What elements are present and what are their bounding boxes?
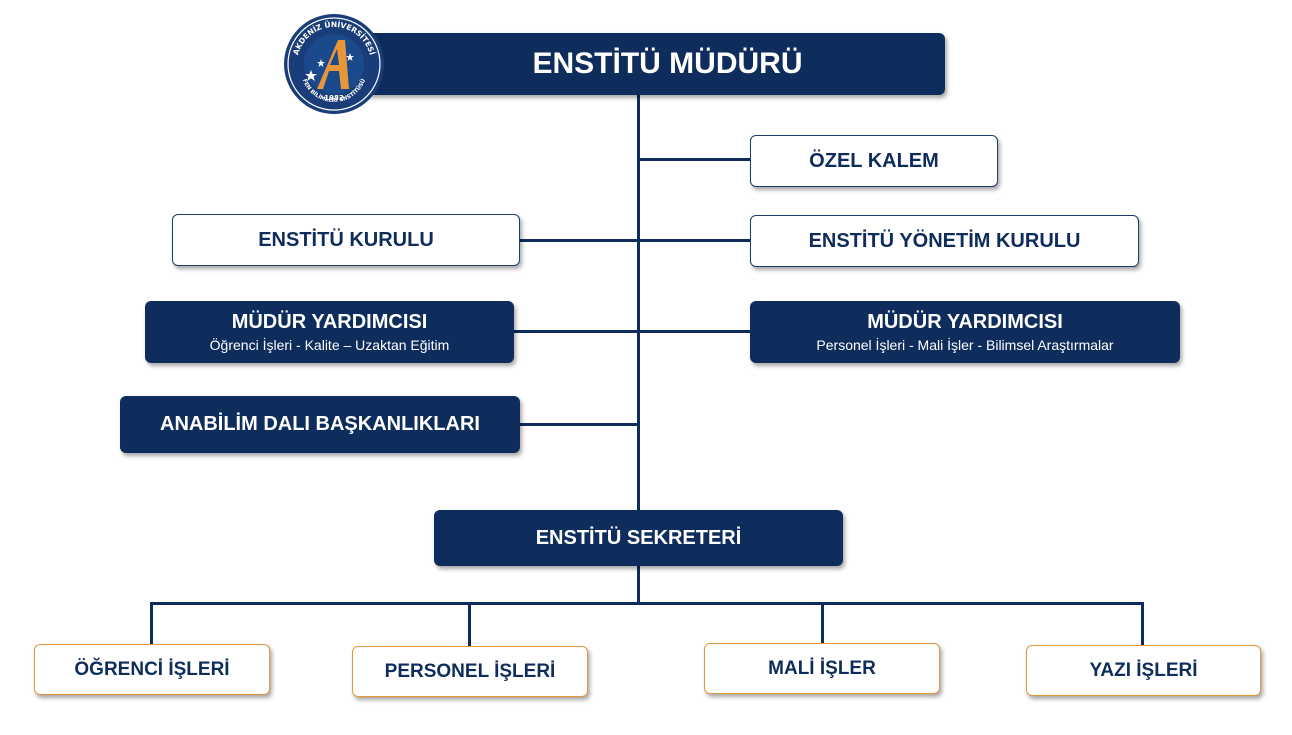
connector-anabilim [519, 423, 639, 426]
logo-year: 1982 [324, 94, 344, 102]
mali-isler-box: MALİ İŞLER [704, 643, 940, 694]
unit-label: PERSONEL İŞLERİ [384, 660, 556, 682]
trunk-line [637, 94, 640, 512]
mudur-yardimcisi-right-subtitle: Personel İşleri - Mali İşler - Bilimsel … [816, 337, 1114, 353]
connector-unit-1 [150, 602, 153, 644]
connector-sekreter-down [637, 564, 640, 604]
connector-mudur-yardimcilari [513, 330, 751, 333]
personel-isleri-box: PERSONEL İŞLERİ [352, 646, 588, 697]
star-icon [346, 53, 354, 61]
mudur-yardimcisi-left-subtitle: Öğrenci İşleri - Kalite – Uzaktan Eğitim [209, 337, 450, 353]
connector-unit-2 [468, 602, 471, 646]
connector-unit-4 [1141, 602, 1144, 646]
enstitu-sekreteri-label: ENSTİTÜ SEKRETERİ [535, 526, 742, 549]
akdeniz-university-logo: AKDENİZ ÜNİVERSİTESİ FEN BİLİMLERİ ENSTİ… [284, 14, 384, 114]
connector-ozel-kalem [638, 158, 751, 161]
enstitu-muduru-label: ENSTİTÜ MÜDÜRÜ [532, 47, 803, 80]
mudur-yardimcisi-right-title: MÜDÜR YARDIMCISI [867, 311, 1063, 333]
connector-units-horizontal [150, 602, 1144, 605]
ozel-kalem-label: ÖZEL KALEM [809, 149, 939, 172]
anabilim-dali-label: ANABİLİM DALI BAŞKANLIKLARI [160, 413, 480, 435]
enstitu-kurulu-box: ENSTİTÜ KURULU [172, 214, 520, 266]
mudur-yardimcisi-right-box: MÜDÜR YARDIMCISI Personel İşleri - Mali … [750, 301, 1180, 363]
star-icon [305, 70, 317, 81]
mudur-yardimcisi-left-title: MÜDÜR YARDIMCISI [231, 311, 428, 333]
star-icon [317, 59, 325, 67]
ozel-kalem-box: ÖZEL KALEM [750, 135, 998, 187]
anabilim-dali-box: ANABİLİM DALI BAŞKANLIKLARI [120, 396, 520, 453]
enstitu-muduru-box: ENSTİTÜ MÜDÜRÜ [350, 33, 945, 95]
enstitu-yonetim-kurulu-box: ENSTİTÜ YÖNETİM KURULU [750, 215, 1139, 267]
enstitu-kurulu-label: ENSTİTÜ KURULU [258, 228, 434, 251]
enstitu-yonetim-kurulu-label: ENSTİTÜ YÖNETİM KURULU [808, 229, 1081, 252]
mudur-yardimcisi-left-box: MÜDÜR YARDIMCISI Öğrenci İşleri - Kalite… [145, 301, 514, 363]
ogrenci-isleri-box: ÖĞRENCİ İŞLERİ [34, 644, 270, 695]
connector-unit-3 [821, 602, 824, 644]
unit-label: ÖĞRENCİ İŞLERİ [74, 658, 230, 680]
enstitu-sekreteri-box: ENSTİTÜ SEKRETERİ [434, 510, 843, 566]
connector-kurullar [519, 239, 751, 242]
unit-label: MALİ İŞLER [768, 657, 876, 679]
unit-label: YAZI İŞLERİ [1089, 659, 1198, 681]
yazi-isleri-box: YAZI İŞLERİ [1026, 645, 1261, 696]
